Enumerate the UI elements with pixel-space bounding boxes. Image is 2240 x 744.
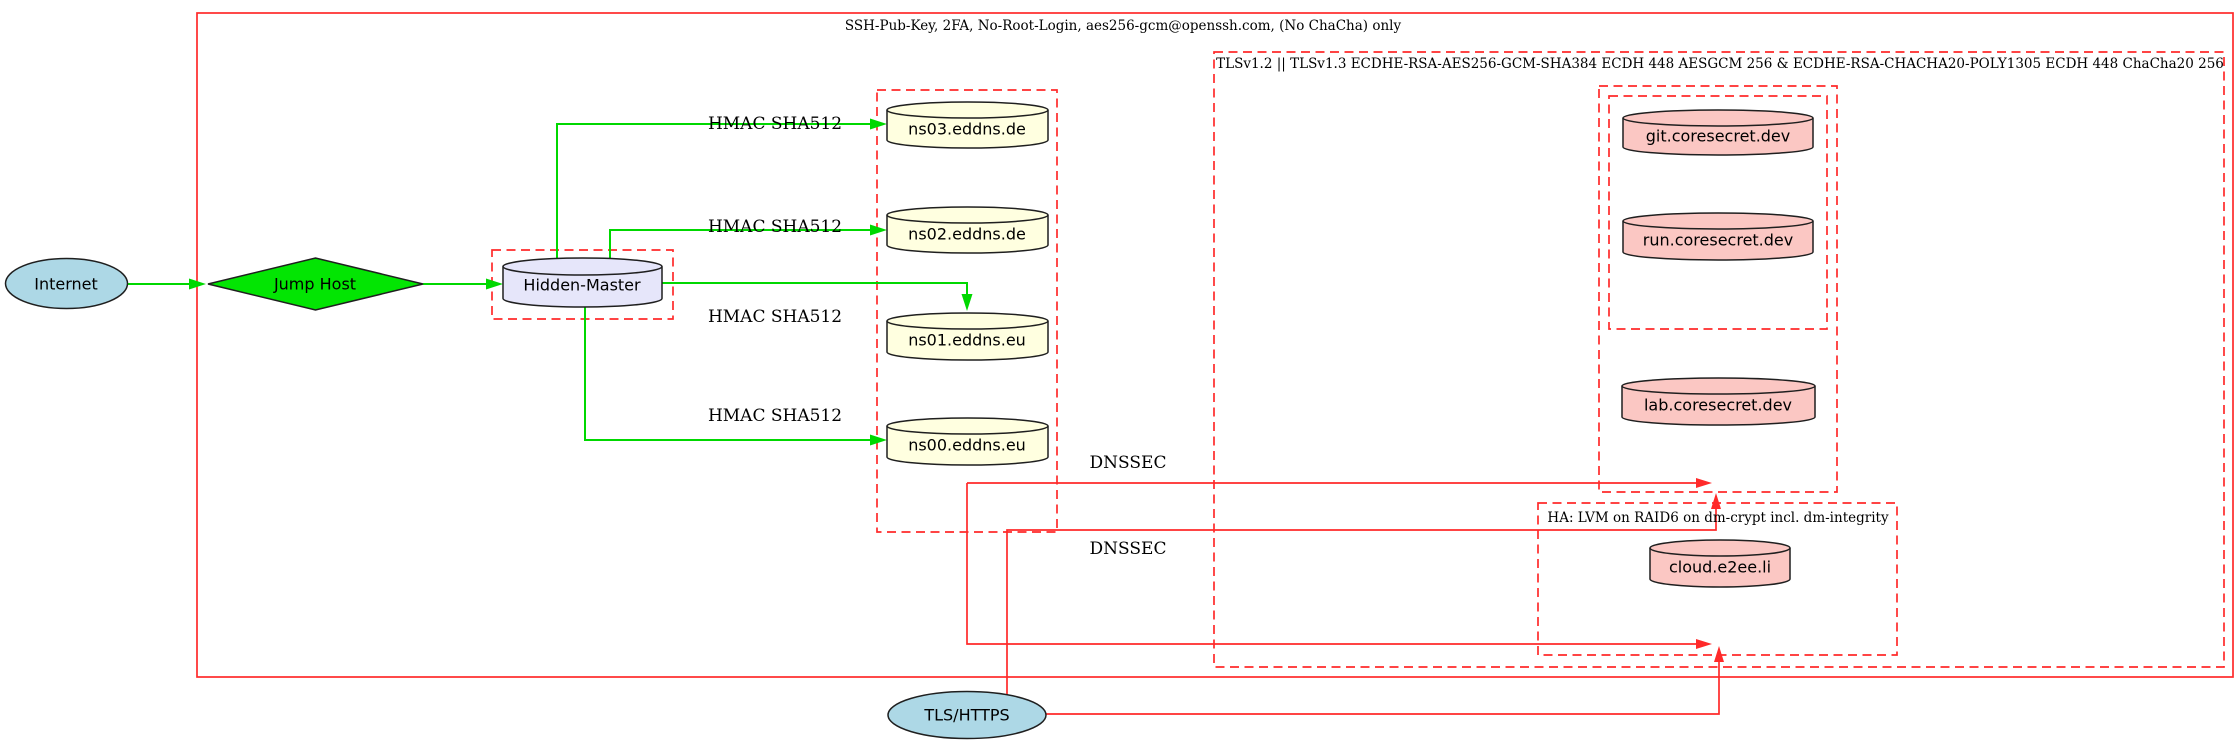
arrowhead-ns00: [870, 434, 887, 446]
git-label: git.coresecret.dev: [1645, 126, 1791, 146]
cloud-node: [1649, 539, 1791, 588]
ssh-cluster-label: SSH-Pub-Key, 2FA, No-Root-Login, aes256-…: [844, 18, 1402, 34]
ha-cluster-label: HA: LVM on RAID6 on dm-crypt incl. dm-in…: [1547, 510, 1889, 526]
ns02-label: ns02.eddns.de: [908, 224, 1026, 244]
edge-label-hmac-ns02: HMAC SHA512: [707, 217, 843, 237]
arrowhead-ns03: [870, 118, 887, 130]
edge-label-hmac-ns01: HMAC SHA512: [707, 307, 843, 327]
hidden-master-node: [502, 257, 663, 308]
git-node: [1622, 109, 1814, 156]
ns01-label: ns01.eddns.eu: [908, 330, 1026, 350]
ns02-node: [886, 206, 1049, 254]
tls-https-label: TLS/HTTPS: [924, 705, 1010, 725]
arrowhead-internet-to-jumphost: [189, 278, 206, 290]
ns03-node: [886, 101, 1049, 149]
run-label: run.coresecret.dev: [1642, 230, 1794, 250]
lab-node: [1621, 377, 1816, 426]
edge-label-dnssec-2: DNSSEC: [1089, 539, 1167, 559]
ns00-node: [886, 417, 1049, 466]
edge-hiddenmaster-to-ns00: [584, 307, 870, 441]
ns03-label: ns03.eddns.de: [908, 119, 1026, 139]
edge-label-hmac-ns00: HMAC SHA512: [707, 406, 843, 426]
lab-label: lab.coresecret.dev: [1643, 395, 1793, 415]
hidden-master-label: Hidden-Master: [523, 275, 641, 295]
jump-host-node: [207, 257, 424, 311]
ns00-label: ns00.eddns.eu: [908, 435, 1026, 455]
edge-label-hmac-ns03: HMAC SHA512: [707, 114, 843, 134]
edge-hiddenmaster-to-ns02: [609, 229, 870, 259]
arrowhead-tlshttps-coresecret: [1711, 493, 1721, 509]
edge-hiddenmaster-to-ns01: [662, 282, 968, 294]
ns01-node: [886, 312, 1049, 361]
edge-hiddenmaster-to-ns03: [556, 123, 870, 259]
edge-label-dnssec-1: DNSSEC: [1089, 453, 1167, 473]
ssh-cluster-boundary: [196, 12, 2234, 678]
coresecret-inner-cluster-boundary: [1608, 95, 1828, 330]
tls-https-node: [887, 690, 1047, 740]
arrowhead-dnssec-b: [1696, 639, 1712, 649]
internet-label: Internet: [34, 274, 98, 294]
tls-cluster-label: TLSv1.2 || TLSv1.3 ECDHE-RSA-AES256-GCM-…: [1216, 56, 2224, 72]
run-node: [1622, 212, 1814, 261]
edge-dnssec-to-tls-b: [966, 483, 1696, 645]
arrowhead-ns02: [870, 224, 887, 236]
coresecret-outer-cluster-boundary: [1598, 85, 1838, 493]
arrowhead-dnssec-a: [1696, 478, 1712, 488]
cloud-label: cloud.e2ee.li: [1668, 557, 1772, 577]
arrowhead-ns01: [961, 294, 973, 311]
arrowhead-jumphost-to-hiddenmaster: [486, 278, 503, 290]
internet-node: [4, 257, 129, 310]
edge-tlshttps-to-coresecret: [1006, 509, 1717, 695]
jump-host-label: Jump Host: [273, 274, 357, 294]
edge-tlshttps-to-tlscluster: [1044, 662, 1720, 715]
arrowhead-tlshttps-tlscluster: [1714, 646, 1724, 662]
